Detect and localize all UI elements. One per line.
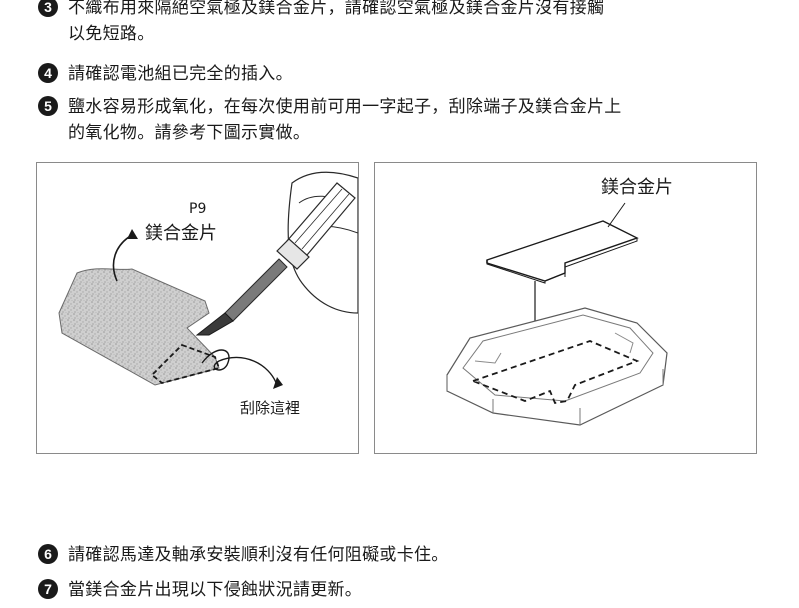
part-name-label: 鎂合金片 — [601, 177, 673, 198]
step-7-line-1: 當鎂合金片出現以下侵蝕狀況請更新。 — [68, 580, 363, 600]
magnesium-plate — [486, 220, 639, 282]
part-code-label: P9 — [189, 201, 206, 217]
scrape-illustration-panel: P9 鎂合金片 刮除這裡 — [36, 162, 359, 454]
step-5-line-1: 鹽水容易形成氧化，在每次使用前可用一字起子，刮除端子及鎂合金片上 — [68, 97, 622, 117]
step-text: 請確認馬達及軸承安裝順利沒有任何阻礙或卡住。 — [68, 542, 449, 568]
step-number-badge: 4 — [38, 63, 58, 83]
plate-removal-illustration: 鎂合金片 — [446, 177, 673, 426]
step-number-badge: 3 — [38, 0, 58, 17]
step-number-badge: 6 — [38, 544, 58, 564]
step-text: 請確認電池組已完全的插入。 — [68, 61, 293, 87]
part-name-label: 鎂合金片 — [145, 223, 217, 244]
step-3-line-2: 以免短路。 — [68, 24, 155, 44]
step-5-line-2: 的氧化物。請參考下圖示實做。 — [68, 123, 311, 143]
step-6: 6 請確認馬達及軸承安裝順利沒有任何阻礙或卡住。 — [38, 542, 449, 568]
scrape-pointer-arrow — [201, 349, 278, 386]
step-text: 鹽水容易形成氧化，在每次使用前可用一字起子，刮除端子及鎂合金片上 的氧化物。請參… — [68, 94, 622, 146]
step-3-line-1: 不織布用來隔絕空氣極及鎂合金片，請確認空氣極及鎂合金片沒有接觸 — [68, 0, 605, 18]
step-number-badge: 5 — [38, 96, 58, 116]
battery-housing — [446, 307, 668, 426]
scrape-area-dashed-outline — [150, 343, 221, 384]
scrape-here-label: 刮除這裡 — [240, 399, 300, 417]
step-4: 4 請確認電池組已完全的插入。 — [38, 61, 293, 87]
screwdriver-shaft — [224, 258, 288, 322]
scrape-illustration: P9 鎂合金片 刮除這裡 — [58, 171, 358, 417]
screwdriver-tip — [195, 312, 234, 336]
step-5: 5 鹽水容易形成氧化，在每次使用前可用一字起子，刮除端子及鎂合金片上 的氧化物。… — [38, 94, 622, 146]
seating-area-dashed-outline — [470, 340, 640, 405]
step-6-line-1: 請確認馬達及軸承安裝順利沒有任何阻礙或卡住。 — [68, 545, 449, 565]
step-4-line-1: 請確認電池組已完全的插入。 — [68, 64, 293, 84]
step-3: 3 不織布用來隔絕空氣極及鎂合金片，請確認空氣極及鎂合金片沒有接觸 以免短路。 — [38, 0, 604, 47]
step-7: 7 當鎂合金片出現以下侵蝕狀況請更新。 — [38, 577, 362, 603]
step-text: 當鎂合金片出現以下侵蝕狀況請更新。 — [68, 577, 362, 603]
step-text: 不織布用來隔絕空氣極及鎂合金片，請確認空氣極及鎂合金片沒有接觸 以免短路。 — [68, 0, 604, 47]
plate-removal-panel: 鎂合金片 — [374, 162, 757, 454]
magnesium-plate — [58, 268, 220, 386]
step-number-badge: 7 — [38, 579, 58, 599]
